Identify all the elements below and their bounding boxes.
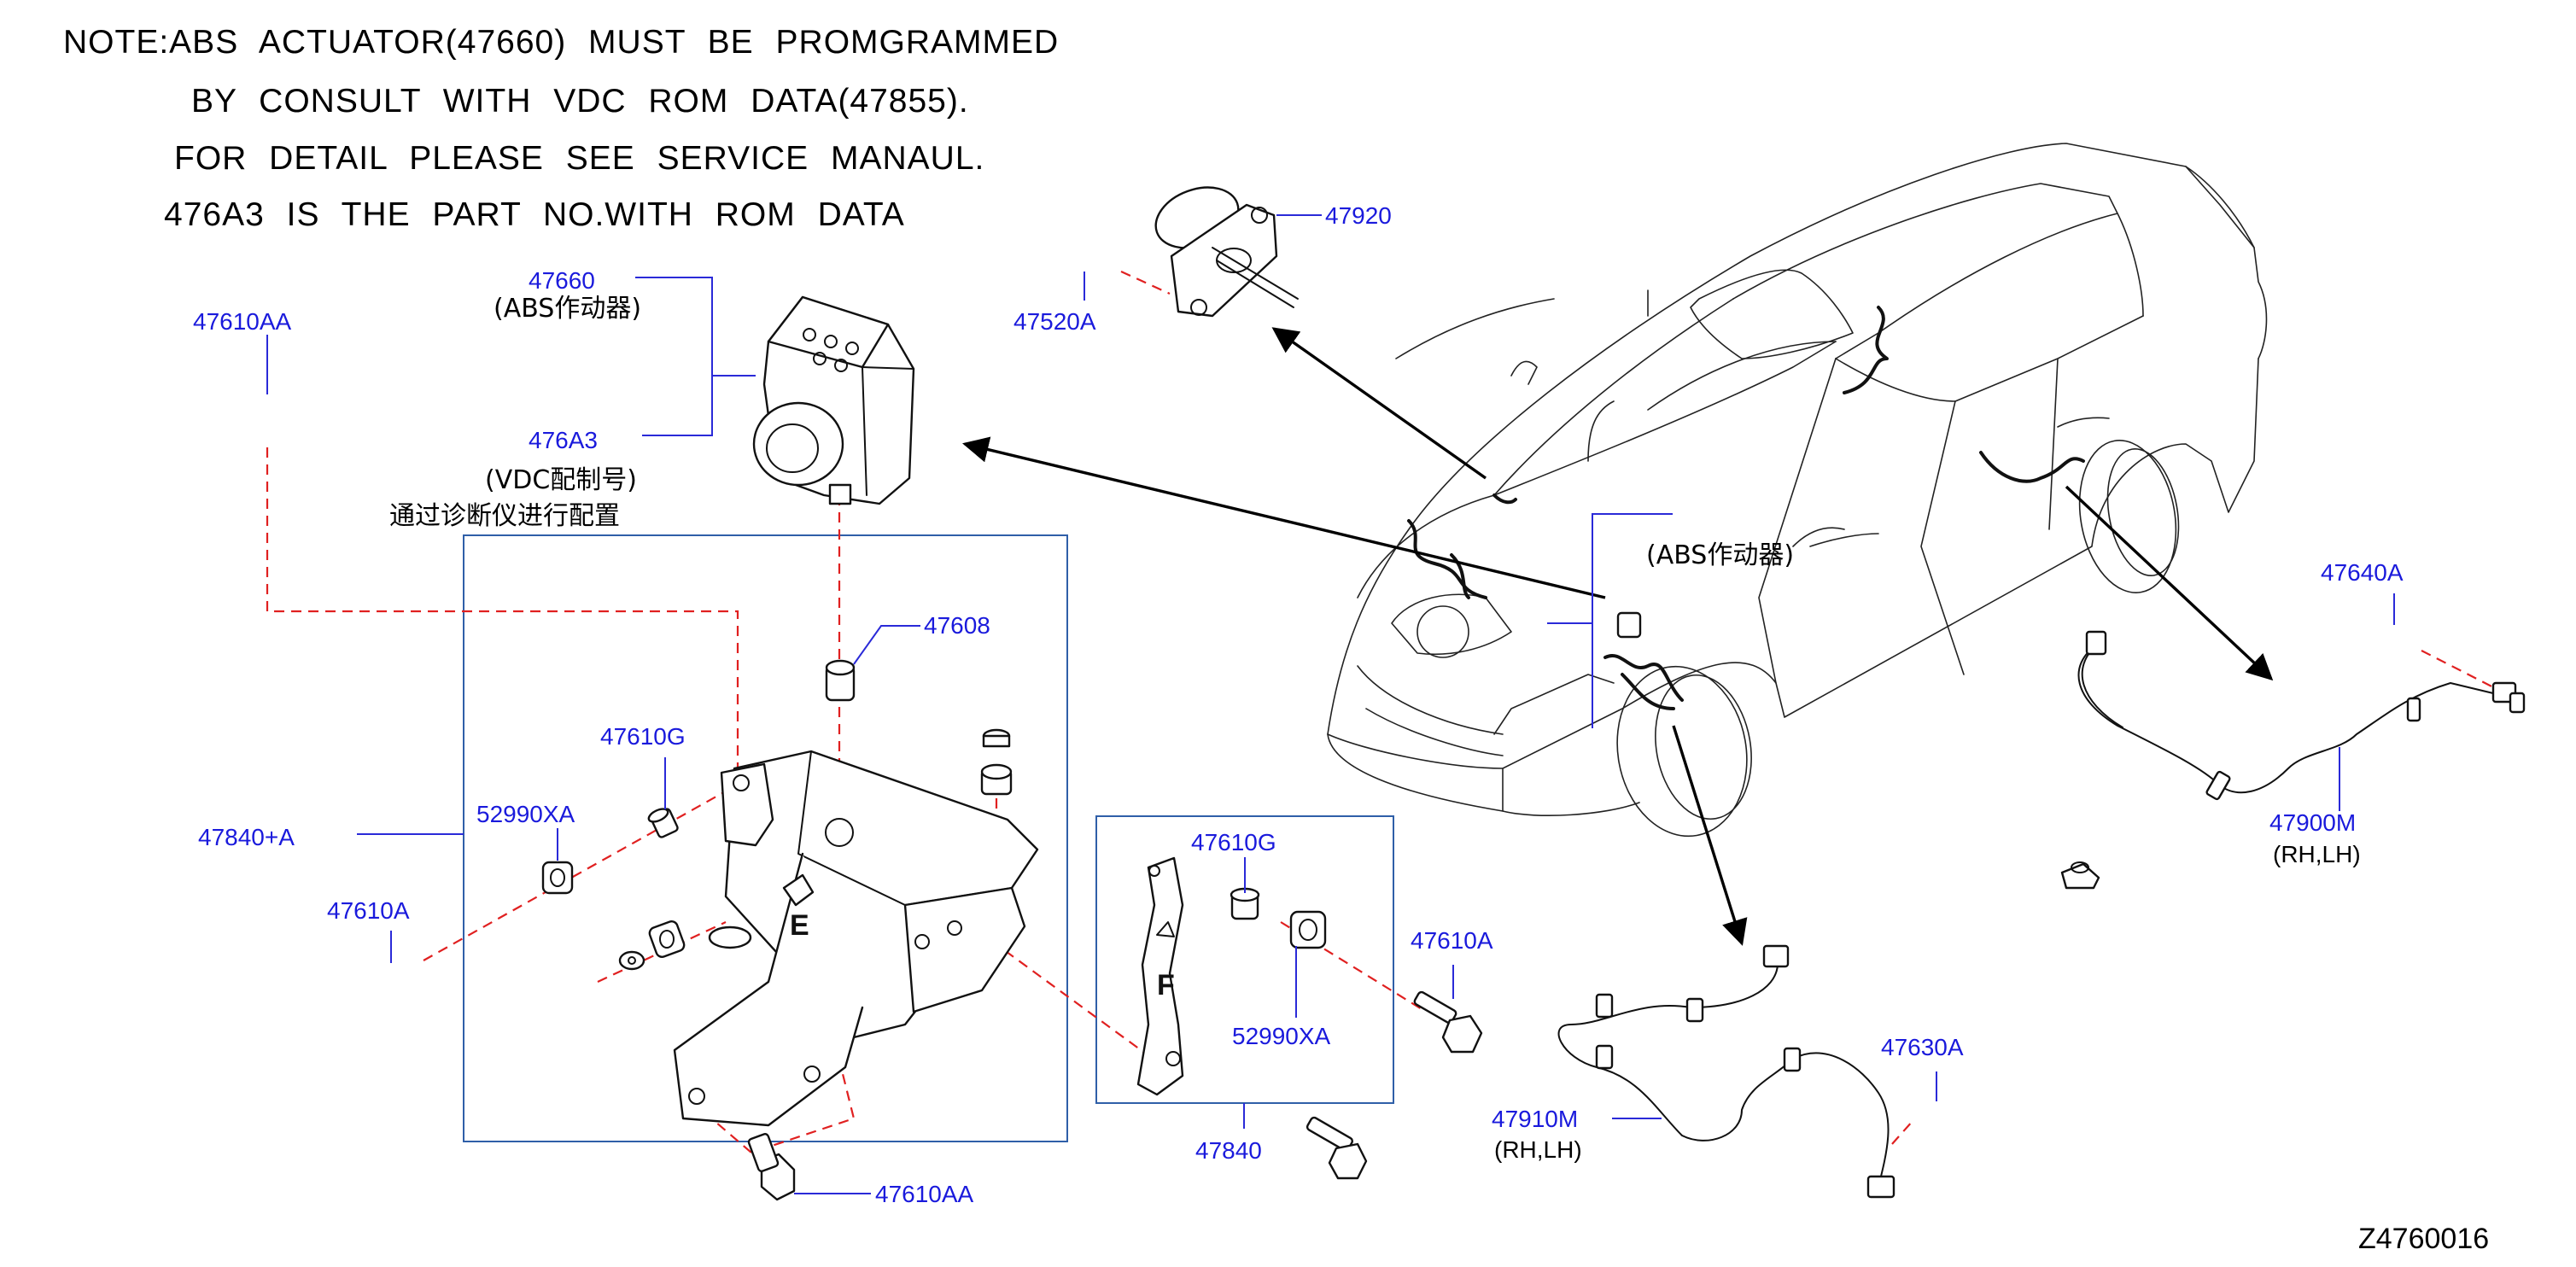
- arrow-to-rear-sensor: [2065, 485, 2274, 681]
- label-47660: 47660: [529, 267, 595, 294]
- label-47630a: 47630A: [1881, 1034, 1964, 1060]
- note-line-1: NOTE:ABS ACTUATOR(47660) MUST BE PROMGRA…: [63, 24, 1059, 61]
- wheel-sensor-47910m: [1557, 944, 1895, 1199]
- arrows: [962, 327, 2274, 946]
- assembly-dashed-lines: [266, 270, 2503, 1154]
- label-47610a-right: 47610A: [1411, 927, 1493, 954]
- wheel-sensor-47900m: [2077, 630, 2526, 801]
- bushing-52990xa-left: [541, 861, 574, 895]
- note-line-2: BY CONSULT WITH VDC ROM DATA(47855).: [191, 83, 969, 120]
- label-47610aa-top: 47610AA: [193, 308, 292, 335]
- sensor-47920: [1154, 186, 1299, 318]
- bushing-left-lower: [618, 920, 686, 971]
- car-illustration: [1327, 143, 2268, 838]
- main-bracket: E: [673, 750, 1039, 1127]
- leader-lines: [266, 214, 2395, 1194]
- label-47840a: 47840+A: [198, 824, 295, 850]
- label-car-abs: (ABS作动器): [1646, 540, 1794, 570]
- arrow-to-front-sensor: [1672, 725, 1748, 946]
- label-47900m: 47900M: [2269, 809, 2356, 836]
- clip-right-floor: [2060, 861, 2100, 890]
- label-476a3-note: 通过诊断仪进行配置: [389, 501, 620, 531]
- arrow-to-actuator: [962, 436, 1606, 599]
- note-line-4: 476A3 IS THE PART NO.WITH ROM DATA: [164, 196, 905, 233]
- label-47610aa-bottom: 47610AA: [875, 1181, 974, 1207]
- diagram-code: Z4760016: [2358, 1223, 2489, 1255]
- bolt-lower-middle: [1306, 1116, 1368, 1180]
- label-47520a: 47520A: [1013, 308, 1096, 335]
- bushing-52990xa-right: [1289, 910, 1327, 949]
- label-47610g-right: 47610G: [1191, 829, 1276, 855]
- label-476a3-desc: (VDC配制号): [485, 465, 637, 495]
- label-47920: 47920: [1325, 202, 1392, 229]
- label-47610g-left: 47610G: [600, 723, 686, 750]
- label-47910m: 47910M: [1492, 1106, 1578, 1132]
- label-476a3: 476A3: [529, 427, 598, 453]
- label-47840: 47840: [1195, 1137, 1262, 1164]
- label-47660-desc: (ABS作动器): [494, 294, 641, 324]
- collar-47610g-right: [1230, 887, 1260, 920]
- bracket-mark-f: F: [1157, 969, 1175, 1001]
- grommet-right-top: [980, 728, 1013, 796]
- label-52990xa-left: 52990XA: [476, 801, 575, 827]
- bushing-47608: [825, 659, 856, 702]
- label-47900m-side: (RH,LH): [2273, 841, 2361, 867]
- part-labels: 47660 (ABS作动器) 476A3 (VDC配制号) 通过诊断仪进行配置 …: [193, 202, 2404, 1207]
- label-47910m-side: (RH,LH): [1494, 1136, 1582, 1163]
- small-bracket-47840: F: [1136, 856, 1184, 1096]
- note-line-3: FOR DETAIL PLEASE SEE SERVICE MANAUL.: [174, 140, 984, 177]
- note-block: NOTE:ABS ACTUATOR(47660) MUST BE PROMGRA…: [63, 24, 1059, 233]
- bolt-47610a-right: [1413, 990, 1483, 1054]
- label-52990xa-right: 52990XA: [1232, 1023, 1331, 1049]
- abs-actuator-unit: [752, 295, 915, 505]
- bracket-mark-e: E: [790, 909, 809, 942]
- label-47640a: 47640A: [2321, 559, 2404, 586]
- label-47608: 47608: [924, 612, 990, 639]
- collar-47610g-left: [647, 808, 679, 838]
- label-47610a-left: 47610A: [327, 897, 410, 924]
- arrow-to-sensor-47920: [1271, 327, 1487, 480]
- bolt-47610aa-bottom: [747, 1133, 796, 1201]
